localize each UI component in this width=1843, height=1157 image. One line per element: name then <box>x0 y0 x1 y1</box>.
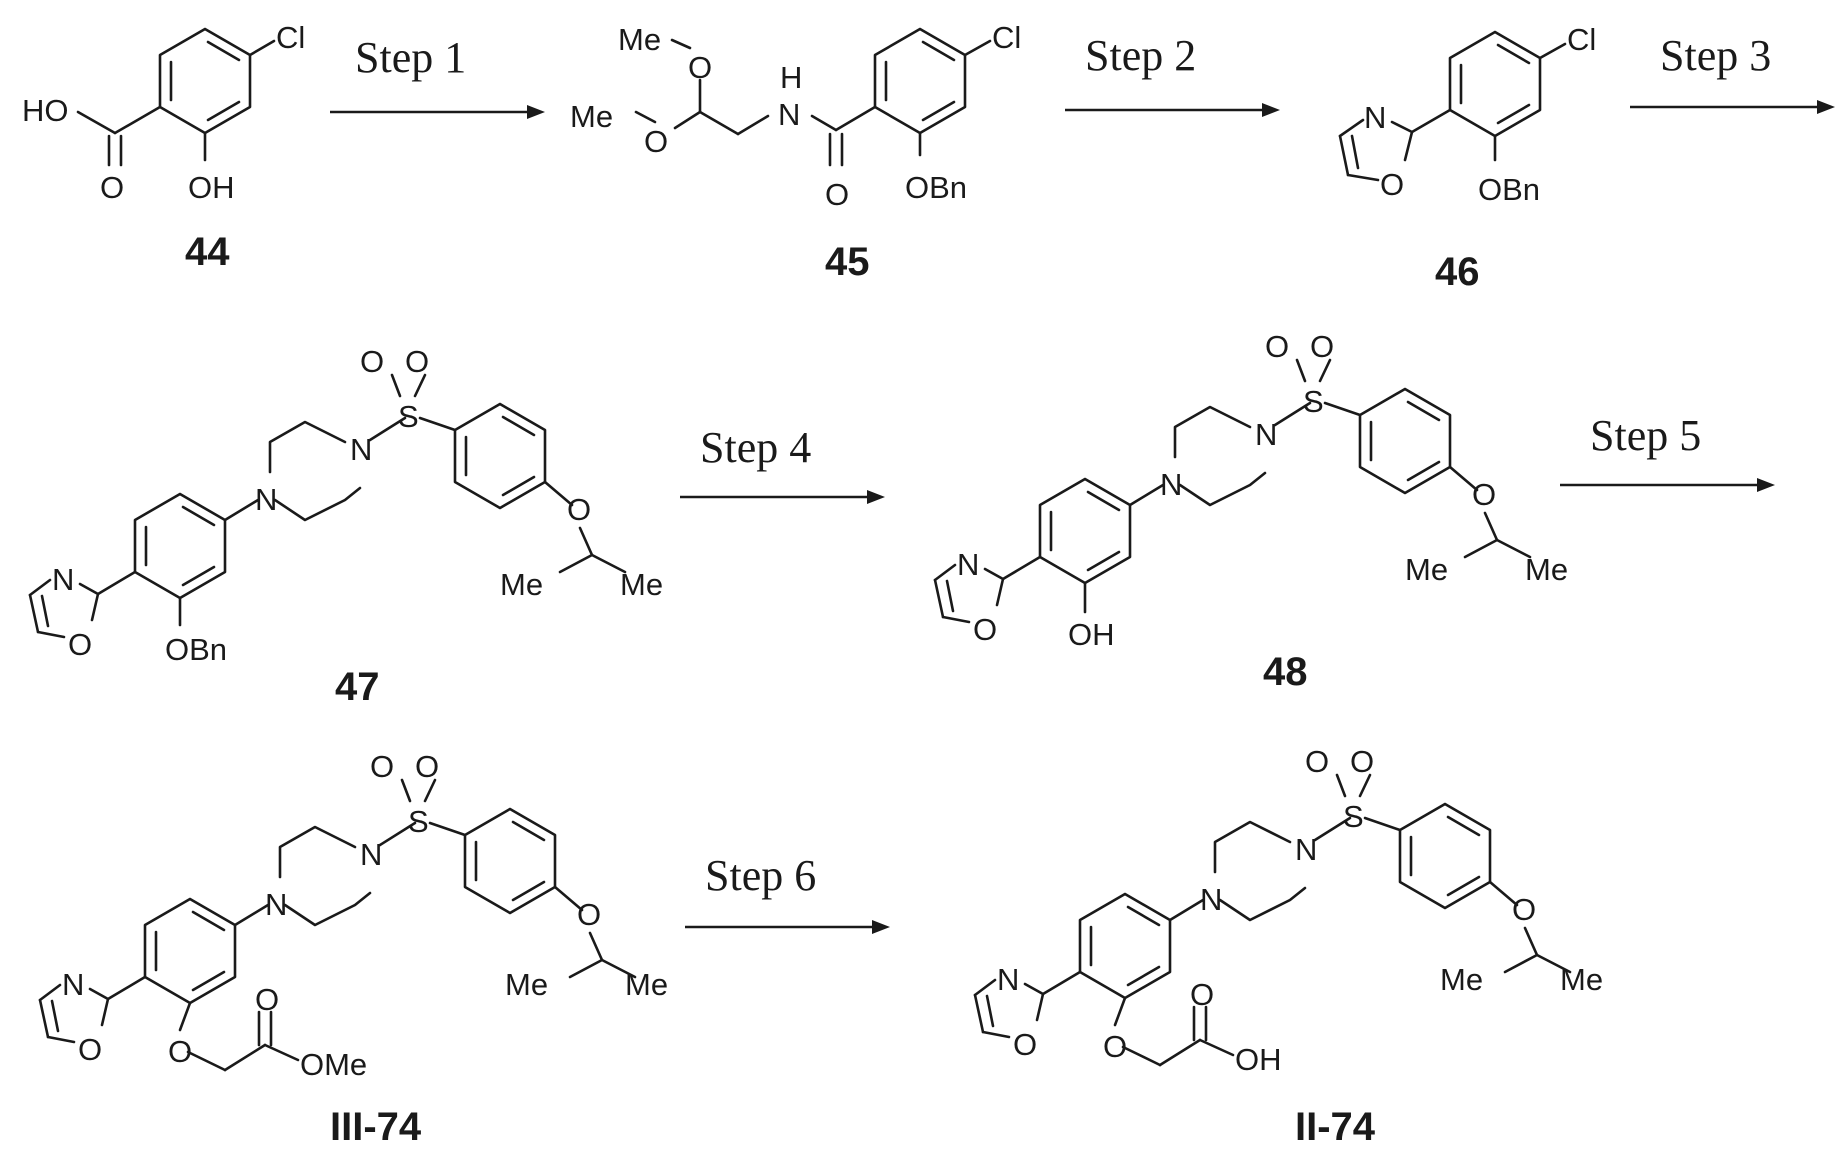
compound-48-so2-o1-label: O <box>1265 329 1289 364</box>
compound-45-h-label: H <box>780 60 802 95</box>
step-2-arrow: Step 2 <box>1065 31 1280 117</box>
compound-48-ox-n-label: N <box>957 547 979 582</box>
compound-III-74-ox-n-label: N <box>62 967 84 1002</box>
compound-45-o1-label: O <box>688 50 712 85</box>
compound-II-74-s-label: S <box>1343 799 1364 834</box>
compound-48-me2-label: Me <box>1525 552 1568 587</box>
compound-III-74-so2-o1-label: O <box>370 749 394 784</box>
step-5-label: Step 5 <box>1590 411 1701 460</box>
compound-45-me1-label: Me <box>618 22 661 57</box>
compound-46-o-label: O <box>1380 167 1404 202</box>
compound-44-carbonyl-o-label: O <box>100 170 124 205</box>
compound-II-74-ether-o-label: O <box>1512 892 1536 927</box>
compound-II-74-me2-label: Me <box>1560 962 1603 997</box>
compound-48-ox-o-label: O <box>973 612 997 647</box>
compound-III-74-so2-o2-label: O <box>415 749 439 784</box>
step-5-arrow: Step 5 <box>1560 411 1775 492</box>
compound-47-so2-o2-label: O <box>405 344 429 379</box>
compound-II-74-oh-label: OH <box>1235 1042 1282 1077</box>
compound-47-obn-label: OBn <box>165 632 227 667</box>
compound-46-n-label: N <box>1364 100 1386 135</box>
compound-II-74-n2-label: N <box>1295 832 1317 867</box>
compound-44-cl-label: Cl <box>276 20 305 55</box>
compound-48-number: 48 <box>1263 650 1308 694</box>
compound-46-cl-label: Cl <box>1567 22 1596 57</box>
compound-44-oh-label: OH <box>188 170 235 205</box>
compound-III-74-me1-label: Me <box>505 967 548 1002</box>
compound-48-me1-label: Me <box>1405 552 1448 587</box>
step-1-arrow: Step 1 <box>330 33 545 119</box>
step-6-label: Step 6 <box>705 851 816 900</box>
compound-II-74-carbonyl-o-label: O <box>1190 977 1214 1012</box>
step-2-label: Step 2 <box>1085 31 1196 80</box>
step-3-arrow: Step 3 <box>1630 31 1835 114</box>
compound-III-74-s-label: S <box>408 804 429 839</box>
compound-II-74-number: II-74 <box>1295 1105 1376 1149</box>
compound-47-ox-n-label: N <box>52 562 74 597</box>
compound-III-74-ox-o-label: O <box>78 1032 102 1067</box>
step-1-label: Step 1 <box>355 33 466 82</box>
compound-46: N O OBn Cl 46 <box>1340 22 1596 294</box>
compound-45-n-label: N <box>778 97 800 132</box>
compound-48-ether-o-label: O <box>1472 477 1496 512</box>
compound-44-ho-label: HO <box>22 93 69 128</box>
compound-45-obn-label: OBn <box>905 170 967 205</box>
compound-44: HO O OH Cl 44 <box>22 20 305 274</box>
compound-46-obn-label: OBn <box>1478 172 1540 207</box>
compound-45-carbonyl-o-label: O <box>825 177 849 212</box>
compound-47-n2-label: N <box>350 432 372 467</box>
compound-47-me1-label: Me <box>500 567 543 602</box>
compound-III-74-bonds <box>40 780 635 1070</box>
compound-III-74-aryl-o-label: O <box>168 1034 192 1069</box>
compound-47-s-label: S <box>398 399 419 434</box>
compound-III-74-n2-label: N <box>360 837 382 872</box>
compound-47-ox-o-label: O <box>68 627 92 662</box>
compound-47-n1-label: N <box>255 482 277 517</box>
compound-47-me2-label: Me <box>620 567 663 602</box>
step-4-label: Step 4 <box>700 423 811 472</box>
compound-III-74-ome-label: OMe <box>300 1047 367 1082</box>
compound-II-74-so2-o1-label: O <box>1305 744 1329 779</box>
compound-III-74-carbonyl-o-label: O <box>255 982 279 1017</box>
compound-III-74: O O S N N N O O O OMe O Me Me III-74 <box>40 749 668 1149</box>
compound-III-74-n1-label: N <box>265 887 287 922</box>
compound-47-number: 47 <box>335 665 380 709</box>
compound-III-74-me2-label: Me <box>625 967 668 1002</box>
compound-II-74-ox-n-label: N <box>997 962 1019 997</box>
compound-II-74-so2-o2-label: O <box>1350 744 1374 779</box>
compound-48-n2-label: N <box>1255 417 1277 452</box>
compound-II-74-bonds <box>975 775 1570 1065</box>
compound-48-s-label: S <box>1303 384 1324 419</box>
step-4-arrow: Step 4 <box>680 423 885 504</box>
compound-48-oh-label: OH <box>1068 617 1115 652</box>
compound-45-o2-label: O <box>644 124 668 159</box>
compound-II-74-ox-o-label: O <box>1013 1027 1037 1062</box>
compound-44-number: 44 <box>185 230 230 274</box>
compound-45-me2-label: Me <box>570 99 613 134</box>
compound-III-74-number: III-74 <box>330 1105 422 1149</box>
compound-47-ether-o-label: O <box>567 492 591 527</box>
step-3-label: Step 3 <box>1660 31 1771 80</box>
compound-46-number: 46 <box>1435 250 1480 294</box>
compound-45: Me O Me O H N O OBn Cl 45 <box>570 20 1021 284</box>
compound-II-74-n1-label: N <box>1200 882 1222 917</box>
compound-48-so2-o2-label: O <box>1310 329 1334 364</box>
compound-45-number: 45 <box>825 240 870 284</box>
compound-44-bonds <box>78 29 274 165</box>
compound-48-n1-label: N <box>1160 467 1182 502</box>
compound-III-74-ether-o-label: O <box>577 897 601 932</box>
compound-II-74: O O S N N N O O O OH O Me Me II-74 <box>975 744 1603 1149</box>
compound-II-74-me1-label: Me <box>1440 962 1483 997</box>
step-6-arrow: Step 6 <box>685 851 890 934</box>
compound-47: O O S N N N O OBn O Me Me 47 <box>30 344 663 709</box>
compound-47-so2-o1-label: O <box>360 344 384 379</box>
compound-48: O O S N N N O OH O Me Me 48 <box>935 329 1568 694</box>
compound-II-74-aryl-o-label: O <box>1103 1029 1127 1064</box>
compound-45-cl-label: Cl <box>992 20 1021 55</box>
